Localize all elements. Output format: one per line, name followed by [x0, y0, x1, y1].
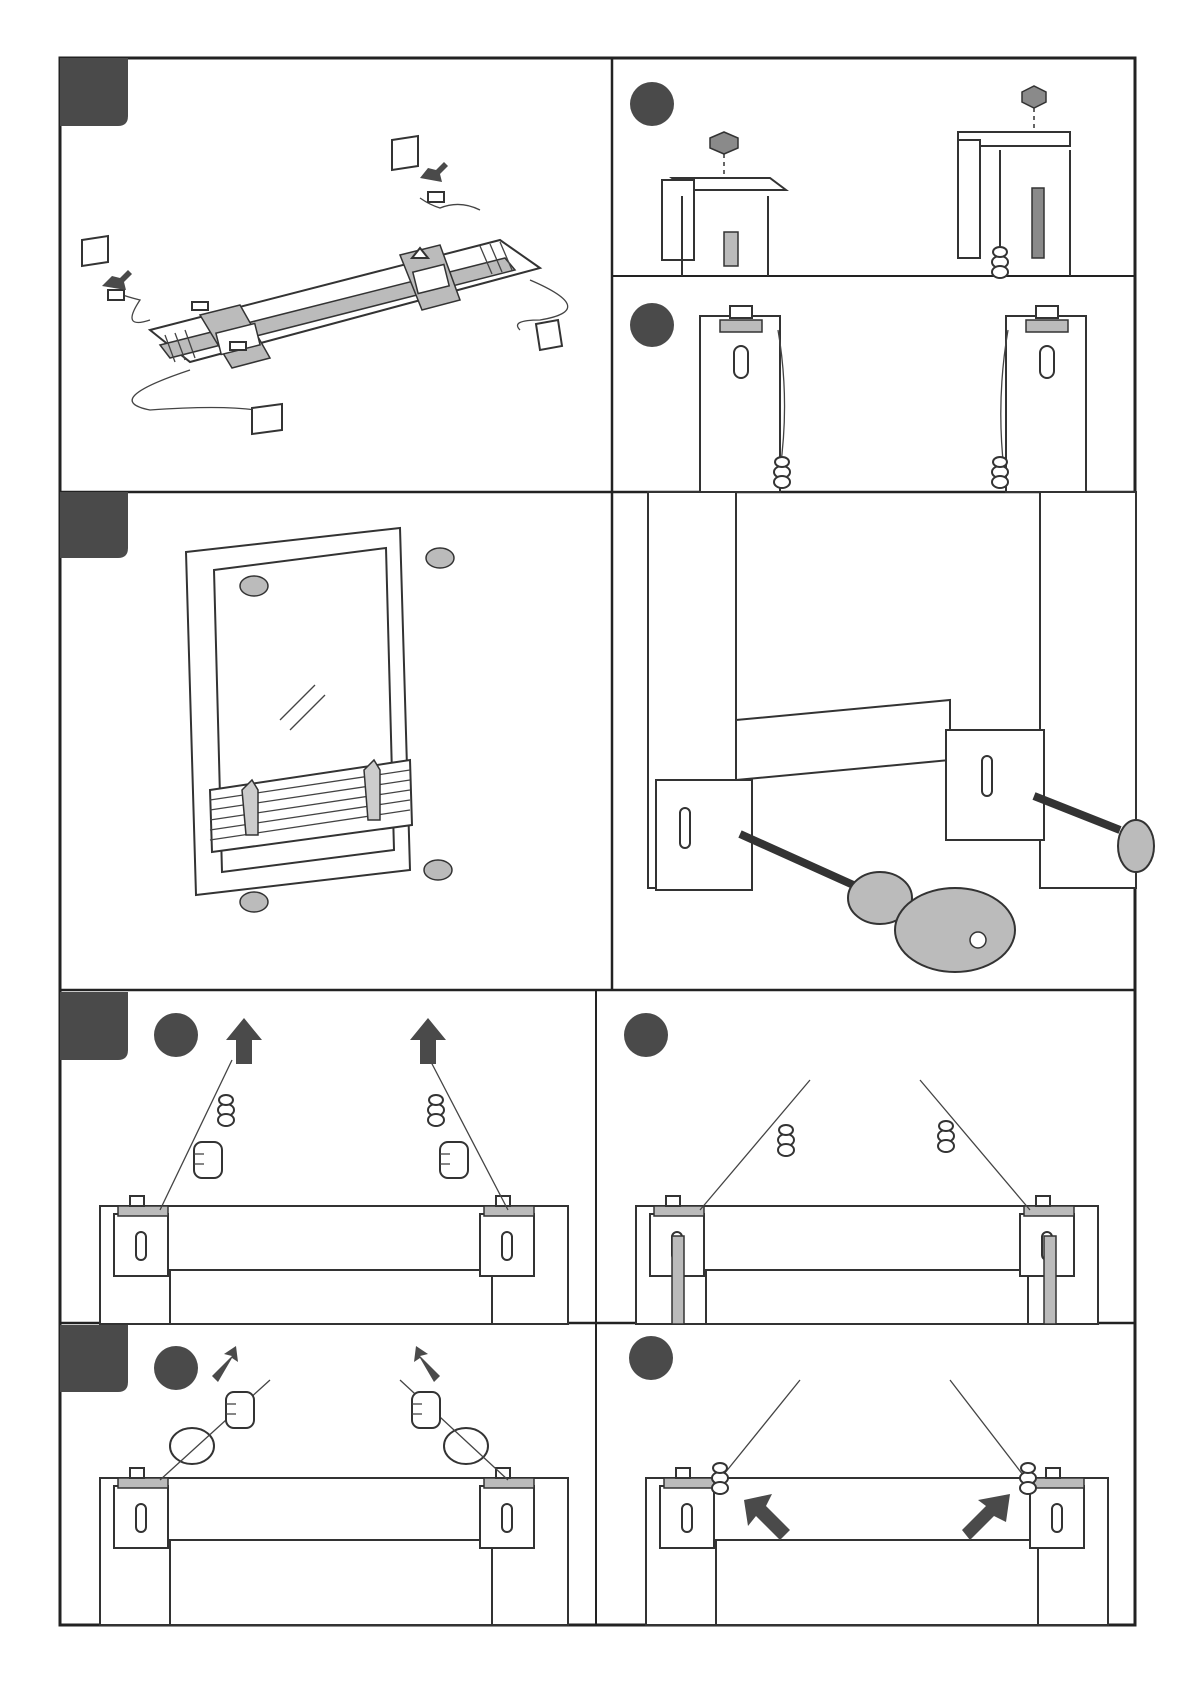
substep-badge-b — [630, 303, 674, 347]
pull-cords-up — [100, 1060, 568, 1324]
tighten-bracket-screws — [636, 1080, 1098, 1324]
blind-icon — [150, 240, 540, 368]
step-badge-1 — [60, 58, 128, 126]
step-badge-2 — [60, 492, 128, 558]
cord-through-bracket — [700, 306, 1086, 492]
substep-badge-e — [154, 1346, 198, 1390]
frame-brackets — [648, 492, 1136, 890]
substep-badge-a — [630, 82, 674, 126]
arrow-diagonal-icon — [102, 270, 132, 290]
arrow-up-icon — [226, 1018, 262, 1064]
substep-badge-c — [154, 1013, 198, 1057]
step-badge-3 — [60, 992, 128, 1060]
step-badge-4 — [60, 1325, 128, 1392]
window-icon — [186, 528, 412, 895]
form-knot-loops — [100, 1380, 568, 1625]
push-knots-to-bracket — [646, 1380, 1108, 1625]
arrow-diagonal-icon — [212, 1346, 238, 1382]
substep-badge-d — [624, 1013, 668, 1057]
substep-badge-f — [629, 1336, 673, 1380]
